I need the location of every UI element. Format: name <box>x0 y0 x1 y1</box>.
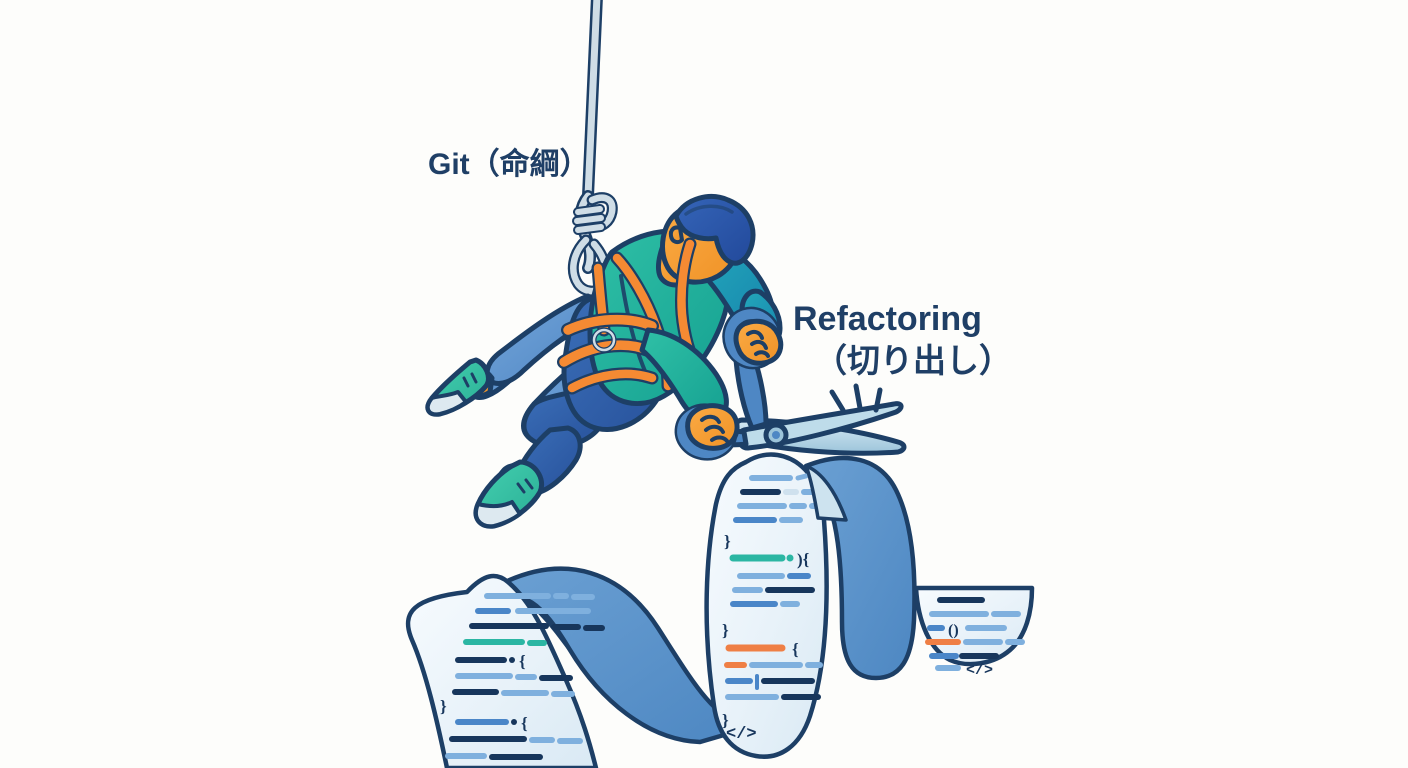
svg-text:{: { <box>792 640 799 659</box>
rope-line-inner <box>584 0 601 200</box>
svg-text:{: { <box>519 652 526 671</box>
rope-knot-wraps <box>572 204 606 235</box>
svg-text:</>: </> <box>726 725 757 744</box>
spark-line-2 <box>853 383 863 411</box>
climber-hand-lower-fingers <box>700 414 729 443</box>
spark-line-1 <box>829 389 846 413</box>
svg-text:}: } <box>722 621 729 640</box>
climber-back-shoe-laces <box>462 372 478 388</box>
climber-front-shoe-sole <box>474 500 522 529</box>
git-rope <box>567 0 618 297</box>
code-ribbon: { } { <box>405 452 1035 768</box>
scissors-spark-lines <box>829 383 883 413</box>
climber-back-shoe-sole <box>425 390 468 417</box>
ribbon-fold-triangle <box>804 464 848 522</box>
climber-ear <box>668 225 684 245</box>
climber-front-shoe-laces <box>516 478 534 494</box>
climber-hair-sweep <box>684 204 734 216</box>
svg-text:){: ){ <box>797 550 810 569</box>
svg-text:(): () <box>948 622 959 639</box>
svg-text:</>: </> <box>966 662 993 679</box>
ribbon-left-code-lines: { } { <box>440 593 605 760</box>
refactoring-scissors <box>674 306 907 461</box>
ribbon-right-code-lines: () </> <box>925 597 1025 679</box>
climber-hand-upper-fingers <box>746 329 770 358</box>
svg-text:}: } <box>440 697 447 716</box>
svg-text:}: } <box>724 532 731 551</box>
scissors-label-line1: Refactoring <box>793 300 982 338</box>
climber-hair <box>673 194 756 266</box>
svg-text:}: } <box>722 711 729 730</box>
ribbon-front-left <box>405 573 599 768</box>
scissors-label-line2: （切り出し） <box>814 342 1012 379</box>
svg-text:{: { <box>521 714 528 733</box>
rope-label: Git（命綱） <box>428 147 590 181</box>
spark-line-3 <box>873 387 883 413</box>
